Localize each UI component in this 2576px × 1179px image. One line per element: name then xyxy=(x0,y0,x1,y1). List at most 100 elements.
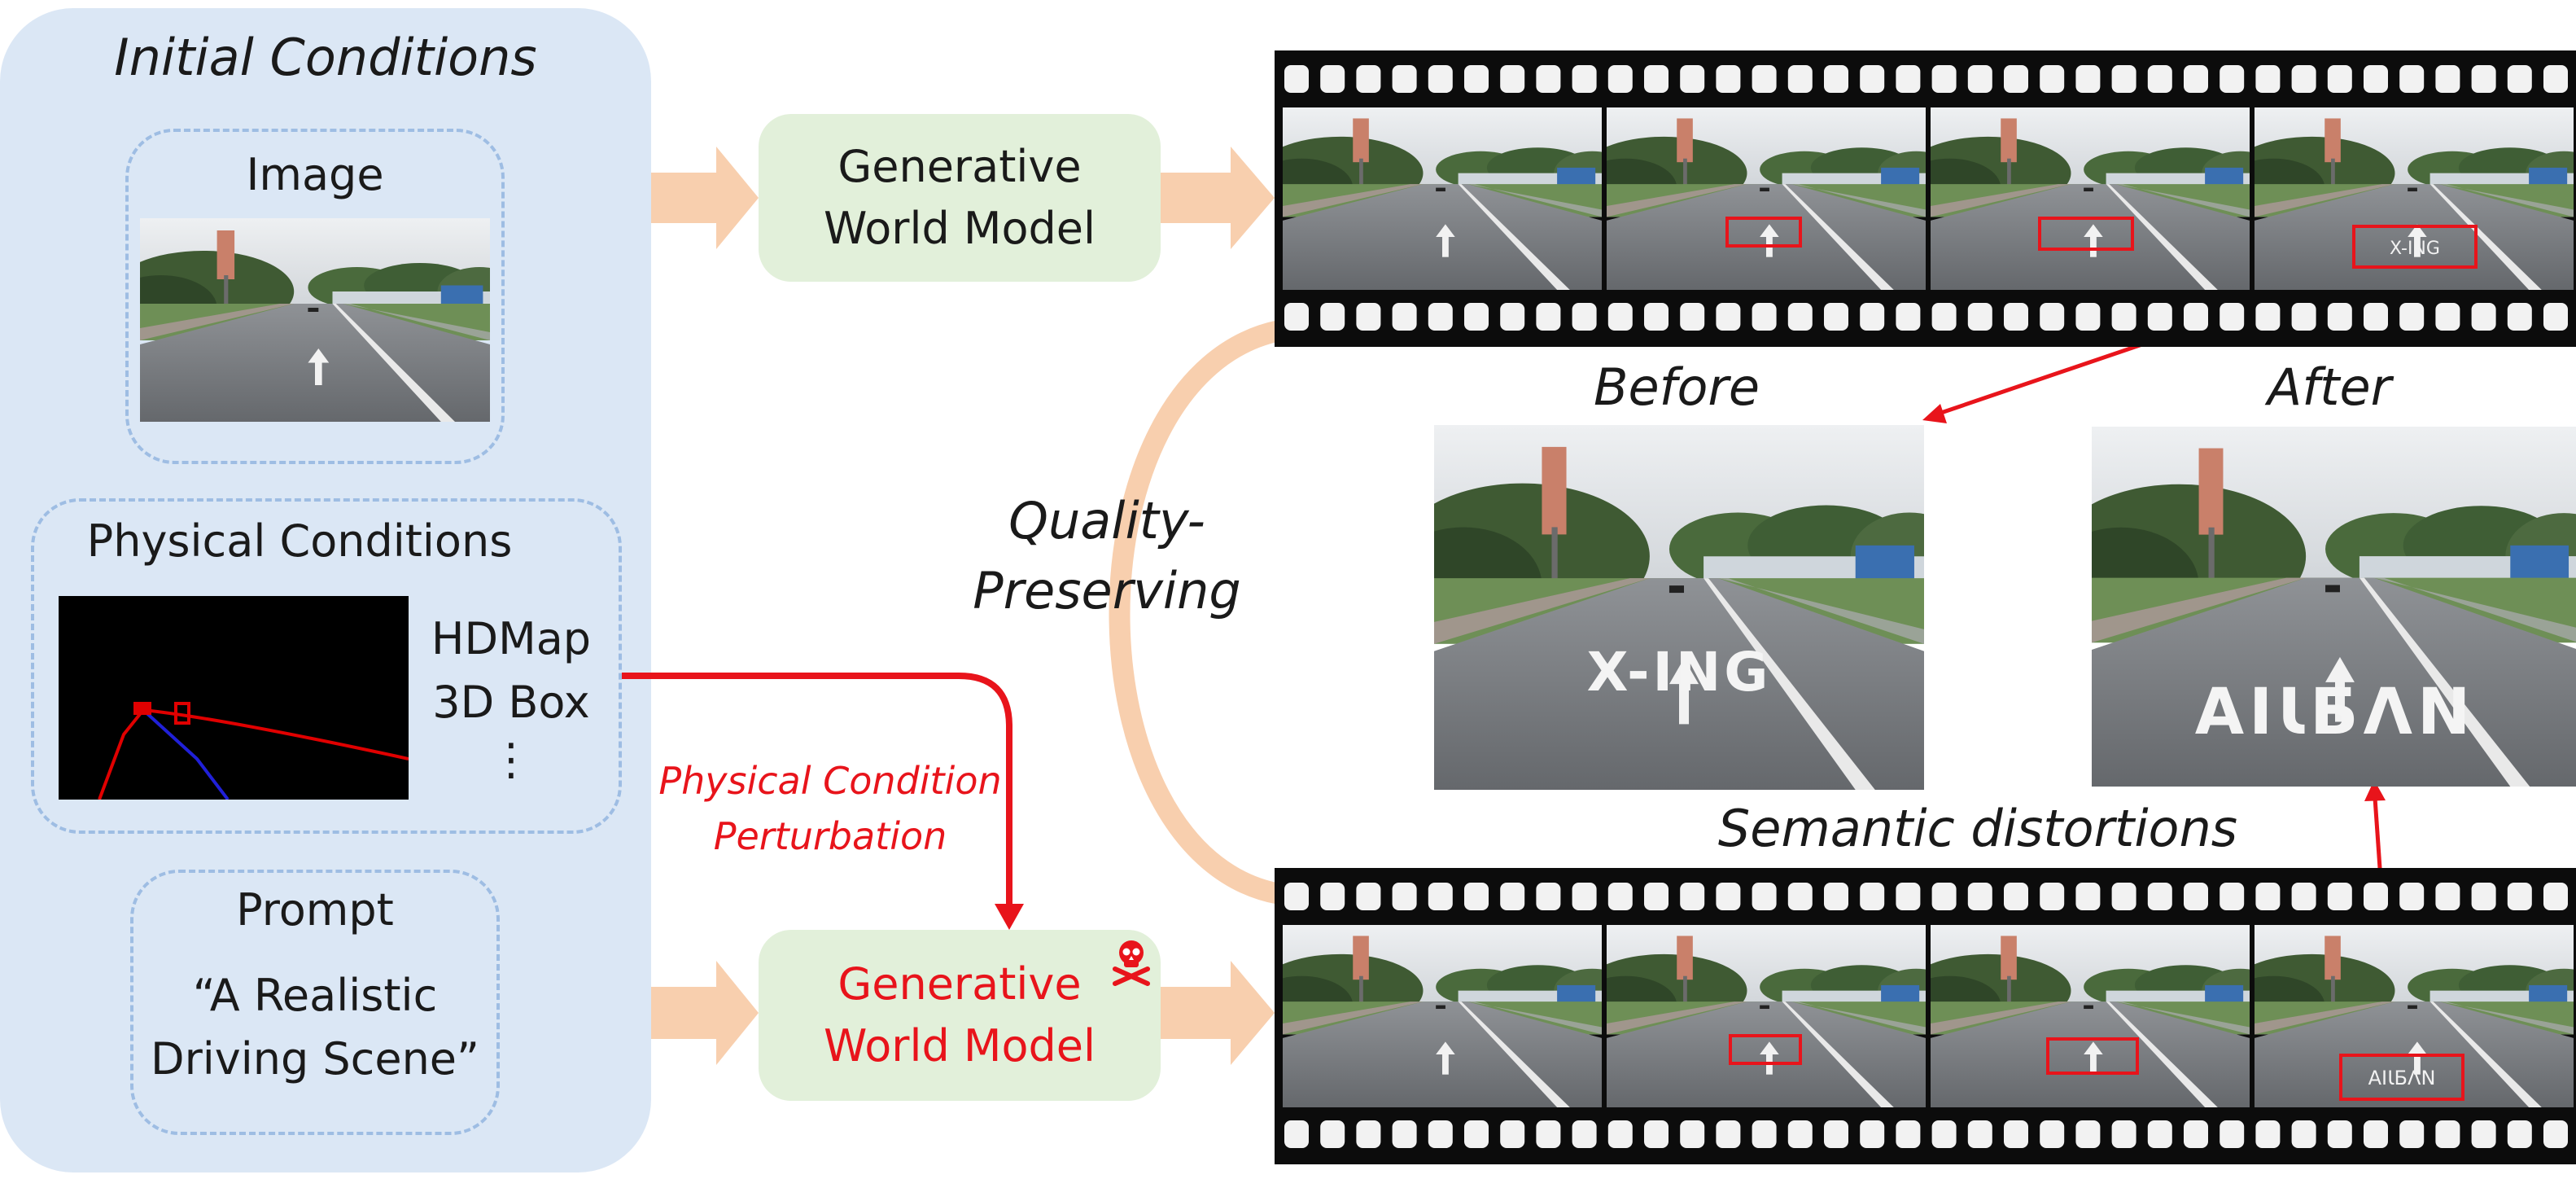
film-sprocket xyxy=(2255,65,2281,93)
film-sprocket xyxy=(2111,1120,2136,1148)
film-sprocket xyxy=(1356,65,1381,93)
film-sprocket xyxy=(1967,1120,1992,1148)
film-sprocket xyxy=(1572,65,1597,93)
film-sprocket xyxy=(2075,65,2101,93)
film-sprocket xyxy=(2364,65,2388,93)
film-sprocket xyxy=(2507,1120,2532,1148)
flow-arrow-model-to-top-film xyxy=(1161,147,1275,249)
film-sprocket xyxy=(1356,1120,1381,1148)
film-sprocket xyxy=(1500,1120,1525,1148)
film-sprocket xyxy=(2255,883,2281,910)
film-sprocket xyxy=(1967,883,1992,910)
film-sprocket xyxy=(2111,303,2136,331)
generative-world-model-top: Generative World Model xyxy=(759,114,1161,282)
film-sprocket xyxy=(1284,883,1309,910)
film-sprocket xyxy=(2147,1120,2172,1148)
film-sprocket xyxy=(1536,1120,1561,1148)
film-sprocket xyxy=(1392,883,1417,910)
film-sprocket xyxy=(1320,303,1345,331)
film-sprocket xyxy=(2040,65,2065,93)
film-sprocket xyxy=(1320,65,1345,93)
film-sprocket xyxy=(1284,65,1309,93)
film-sprocket xyxy=(1680,303,1705,331)
film-sprocket xyxy=(2147,65,2172,93)
film-sprocket xyxy=(1752,883,1777,910)
film-sprocket xyxy=(1752,65,1777,93)
film-sprocket xyxy=(2471,65,2496,93)
film-sprocket xyxy=(1392,65,1417,93)
film-sprocket xyxy=(1931,1120,1957,1148)
film-sprocket xyxy=(1931,65,1957,93)
film-sprocket xyxy=(2147,303,2172,331)
before-callout-arrowhead xyxy=(1922,404,1947,423)
perturbation-arrowhead xyxy=(995,904,1024,930)
film-sprocket xyxy=(1824,303,1848,331)
image-condition-box xyxy=(125,129,505,464)
film-sprocket xyxy=(2399,1120,2425,1148)
film-sprocket xyxy=(1428,1120,1453,1148)
film-sprocket xyxy=(1787,303,1813,331)
film-sprocket xyxy=(1464,303,1489,331)
hdmap-image xyxy=(59,596,409,800)
film-sprocket xyxy=(2435,1120,2460,1148)
initial-conditions-panel xyxy=(0,8,651,1172)
film-sprocket xyxy=(1860,883,1885,910)
film-sprocket xyxy=(2364,883,2388,910)
after-label: After xyxy=(2267,357,2392,417)
film-sprocket xyxy=(1824,1120,1848,1148)
film-sprocket xyxy=(2291,883,2316,910)
film-sprocket xyxy=(2543,303,2568,331)
film-sprocket xyxy=(1536,303,1561,331)
perturbation-label-line1: Physical Condition xyxy=(658,759,1002,803)
film-sprocket xyxy=(1572,883,1597,910)
film-sprocket xyxy=(2327,1120,2352,1148)
film-sprocket xyxy=(1428,65,1453,93)
film-sprocket xyxy=(1500,883,1525,910)
film-sprocket xyxy=(1967,303,1992,331)
film-sprocket xyxy=(1320,883,1345,910)
model-bottom-line2: World Model xyxy=(823,1020,1096,1072)
more-conditions-ellipsis: ⋮ xyxy=(489,734,533,785)
film-sprocket xyxy=(2543,1120,2568,1148)
generative-world-model-attacked: Generative World Model xyxy=(759,930,1161,1101)
flow-arrow-image-to-model xyxy=(651,147,759,249)
quality-label-line1: Quality- xyxy=(1008,491,1205,550)
film-sprocket xyxy=(2327,883,2352,910)
film-sprocket xyxy=(1896,1120,1921,1148)
highlight-box xyxy=(2046,1037,2139,1075)
film-sprocket xyxy=(1896,883,1921,910)
perturbation-label-line2: Perturbation xyxy=(713,814,947,858)
filmstrip-distorted: AIƖБΛN xyxy=(1275,868,2576,1164)
highlight-box xyxy=(1729,1034,1802,1065)
film-sprocket xyxy=(2075,303,2101,331)
film-sprocket xyxy=(1896,303,1921,331)
film-sprocket xyxy=(1716,303,1741,331)
skull-crossbones-icon xyxy=(1113,940,1150,986)
film-sprocket xyxy=(2471,303,2496,331)
film-sprocket xyxy=(1500,65,1525,93)
film-sprocket xyxy=(2435,303,2460,331)
film-sprocket xyxy=(2255,303,2281,331)
film-sprocket xyxy=(2004,303,2028,331)
film-sprocket xyxy=(2291,303,2316,331)
film-sprocket xyxy=(1716,1120,1741,1148)
film-sprocket xyxy=(2111,65,2136,93)
film-sprocket xyxy=(2364,303,2388,331)
film-sprocket xyxy=(1860,1120,1885,1148)
film-frame xyxy=(1607,925,1926,1107)
film-sprocket xyxy=(2291,1120,2316,1148)
film-sprocket xyxy=(1500,303,1525,331)
film-sprocket xyxy=(2220,65,2245,93)
film-sprocket xyxy=(1392,303,1417,331)
film-sprocket xyxy=(1536,883,1561,910)
film-sprocket xyxy=(2507,303,2532,331)
film-sprocket xyxy=(1607,1120,1633,1148)
film-sprocket xyxy=(1752,303,1777,331)
model-top-line2: World Model xyxy=(823,203,1096,254)
semantic-distortions-label: Semantic distortions xyxy=(1717,799,2238,858)
quality-label-line2: Preserving xyxy=(973,561,1241,620)
prompt-label: Prompt xyxy=(236,884,394,936)
film-sprocket xyxy=(1787,1120,1813,1148)
film-sprocket xyxy=(2399,883,2425,910)
film-sprocket xyxy=(1536,65,1561,93)
